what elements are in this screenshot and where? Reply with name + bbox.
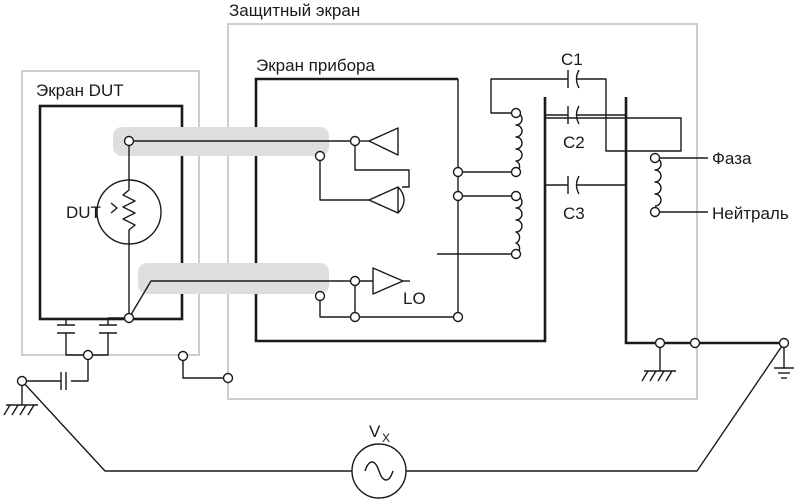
vx-left-wire [21, 380, 352, 472]
terminals [16, 107, 790, 387]
left-ground-icon [3, 404, 38, 416]
instrument-shield-outline [254, 77, 547, 343]
lo-return-wire [319, 296, 458, 318]
dut-resistor-icon [122, 180, 136, 244]
hi-buffer-icon [368, 127, 399, 156]
hi-guard-output [319, 156, 369, 201]
vx-source-circle [351, 443, 407, 499]
neutral-label: Нейтраль [712, 204, 789, 223]
dut-arrow-icon [110, 202, 118, 214]
vx-right-wire [406, 342, 785, 472]
c1-loop-wire [490, 78, 568, 114]
dut-shield-label: Экран DUT [36, 81, 124, 100]
hi-guard-amp-back [397, 186, 405, 214]
stray-cap-right-lower-wire [88, 333, 109, 356]
dut-label: DUT [66, 203, 101, 222]
lo-label: LO [403, 289, 426, 308]
earth-ground-icon [774, 367, 794, 379]
guard-shield-label: Защитный экран [229, 1, 360, 20]
c1-label: C1 [561, 50, 583, 69]
vx-label-subscript: X [382, 431, 390, 445]
hi-guard-amp-icon [368, 186, 399, 214]
dut-enclosure [38, 104, 184, 321]
mains-coil-icon [654, 157, 662, 207]
chassis-ground-icon [641, 370, 676, 382]
stray-cap-right-wire [107, 317, 129, 325]
c3-label: C3 [563, 204, 585, 223]
lo-cable-band [138, 263, 329, 294]
lo-buffer-icon [372, 267, 404, 295]
guard-link-wire [182, 356, 228, 379]
mains-phase-wire [545, 117, 682, 152]
vx-source-sine-icon [364, 461, 394, 481]
vx-label: V [369, 422, 381, 441]
chassis-bus [624, 97, 784, 345]
primary-coil-lower-icon [515, 195, 523, 255]
shield-ground-wire [71, 355, 89, 382]
hi-feedback-wire [354, 141, 410, 188]
instrument-shield-label: Экран прибора [256, 56, 375, 75]
dut-shield-box [21, 70, 200, 356]
lo-cable-wire [128, 280, 355, 319]
stray-cap-left-lower-wire [65, 333, 88, 356]
stray-cap-left-wire [40, 318, 67, 325]
primary-coil-upper-icon [515, 112, 523, 173]
phase-label: Фаза [712, 149, 752, 168]
c2-label: C2 [563, 133, 585, 152]
